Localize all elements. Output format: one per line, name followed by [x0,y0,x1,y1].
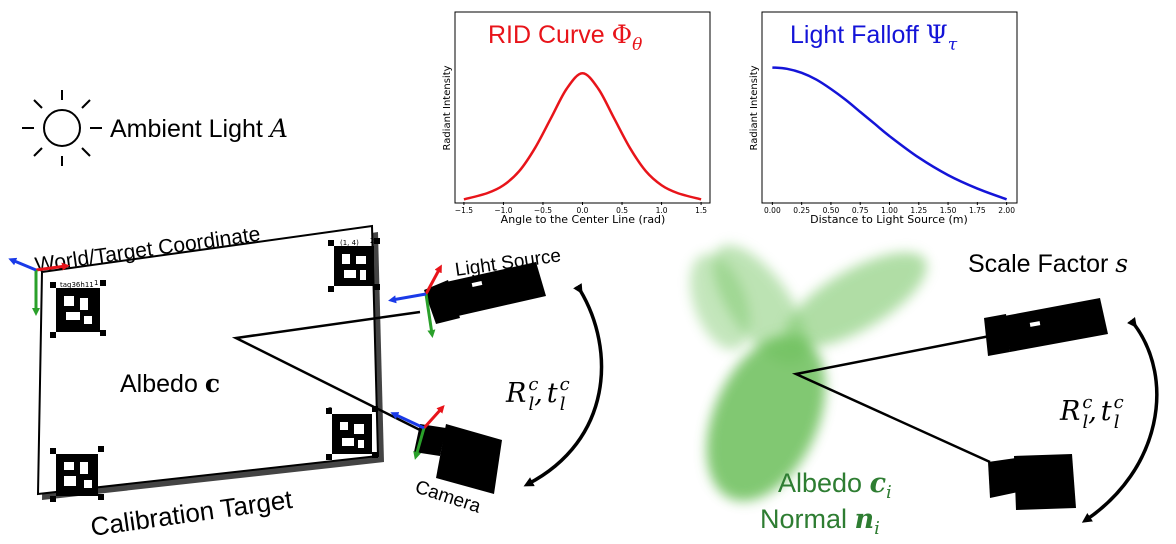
transform-arc-left [523,283,604,487]
x-tick-label: −1.5 [455,206,473,215]
x-tick-label: 0.50 [823,206,840,215]
x-tick-label: 1.75 [969,206,986,215]
x-tick-label: 0.25 [793,206,810,215]
series-line [463,72,702,201]
x-tick-label: 0.0 [577,206,589,215]
albedo-label: Albedo c [120,369,220,398]
svg-text:tag36h11: tag36h11 [60,281,94,289]
rid-chart-xlabel: Angle to the Center Line (rad) [501,213,666,226]
x-tick-label: 1.0 [656,206,668,215]
ambient-light-label: Ambient Light A [110,114,288,143]
scale-factor-label: Scale Factor s [968,249,1128,278]
x-tick-label: 0.75 [852,206,869,215]
transform-arc-right [1081,317,1159,523]
falloff-chart-marks [772,66,1008,201]
falloff-chart-title: Light Falloff Ψτ [790,20,958,55]
x-tick-label: 1.25 [910,206,927,215]
rid-chart: RID Curve Φθ Radiant Intensity −1.5−1.0−… [442,11,711,226]
gaussian-splat [690,245,927,502]
apriltag-top-left: 0 tag36h11 1 [52,279,100,332]
svg-text:2: 2 [370,237,374,245]
apriltag-bottom-left [56,454,98,496]
light-source-icon [424,262,546,324]
x-tick-label: 0.00 [764,206,781,215]
rid-chart-title: RID Curve Φθ [488,20,642,55]
x-tick-label: 2.00 [998,206,1015,215]
light-axes-icon [388,264,442,338]
rid-chart-marks [463,72,702,201]
x-tick-label: 1.50 [940,206,957,215]
right-rays [791,334,991,464]
falloff-chart-xticks: 0.00 0.25 0.50 0.75 1.00 1.25 1.50 1.75 2.00 [764,202,1015,215]
rid-chart-xticks: −1.5 −1.0 −0.5 0.0 0.5 1.0 1.5 [455,202,707,215]
rid-chart-ylabel: Radiant Intensity [442,65,453,150]
x-tick-label: −1.0 [494,206,512,215]
x-tick-label: 1.00 [881,206,898,215]
svg-text:1: 1 [94,279,98,287]
x-tick-label: 1.5 [695,206,707,215]
sun-icon [22,90,102,166]
calibration-target: 0 tag36h11 1 1 (1, 4) 2 2 [36,224,384,502]
svg-text:(1, 4): (1, 4) [340,239,359,247]
camera-axes-icon [390,405,445,460]
series-line [772,66,1008,201]
x-tick-label: 0.5 [616,206,628,215]
right-camera-icon [988,454,1076,510]
falloff-chart-ylabel: Radiant Intensity [749,65,760,150]
right-light-source-icon [984,298,1108,356]
x-tick-label: −0.5 [534,206,552,215]
calibration-target-label: Calibration Target [89,484,295,542]
normal-ni-label: Normal ni [760,504,880,539]
camera-icon [414,424,502,494]
albedo-ci-label: Albedo ci [778,468,892,503]
falloff-chart-xlabel: Distance to Light Source (m) [810,213,968,226]
world-axes-icon [8,257,70,316]
apriltag-bottom-right: 2 [328,406,372,454]
light-rays [231,310,421,432]
